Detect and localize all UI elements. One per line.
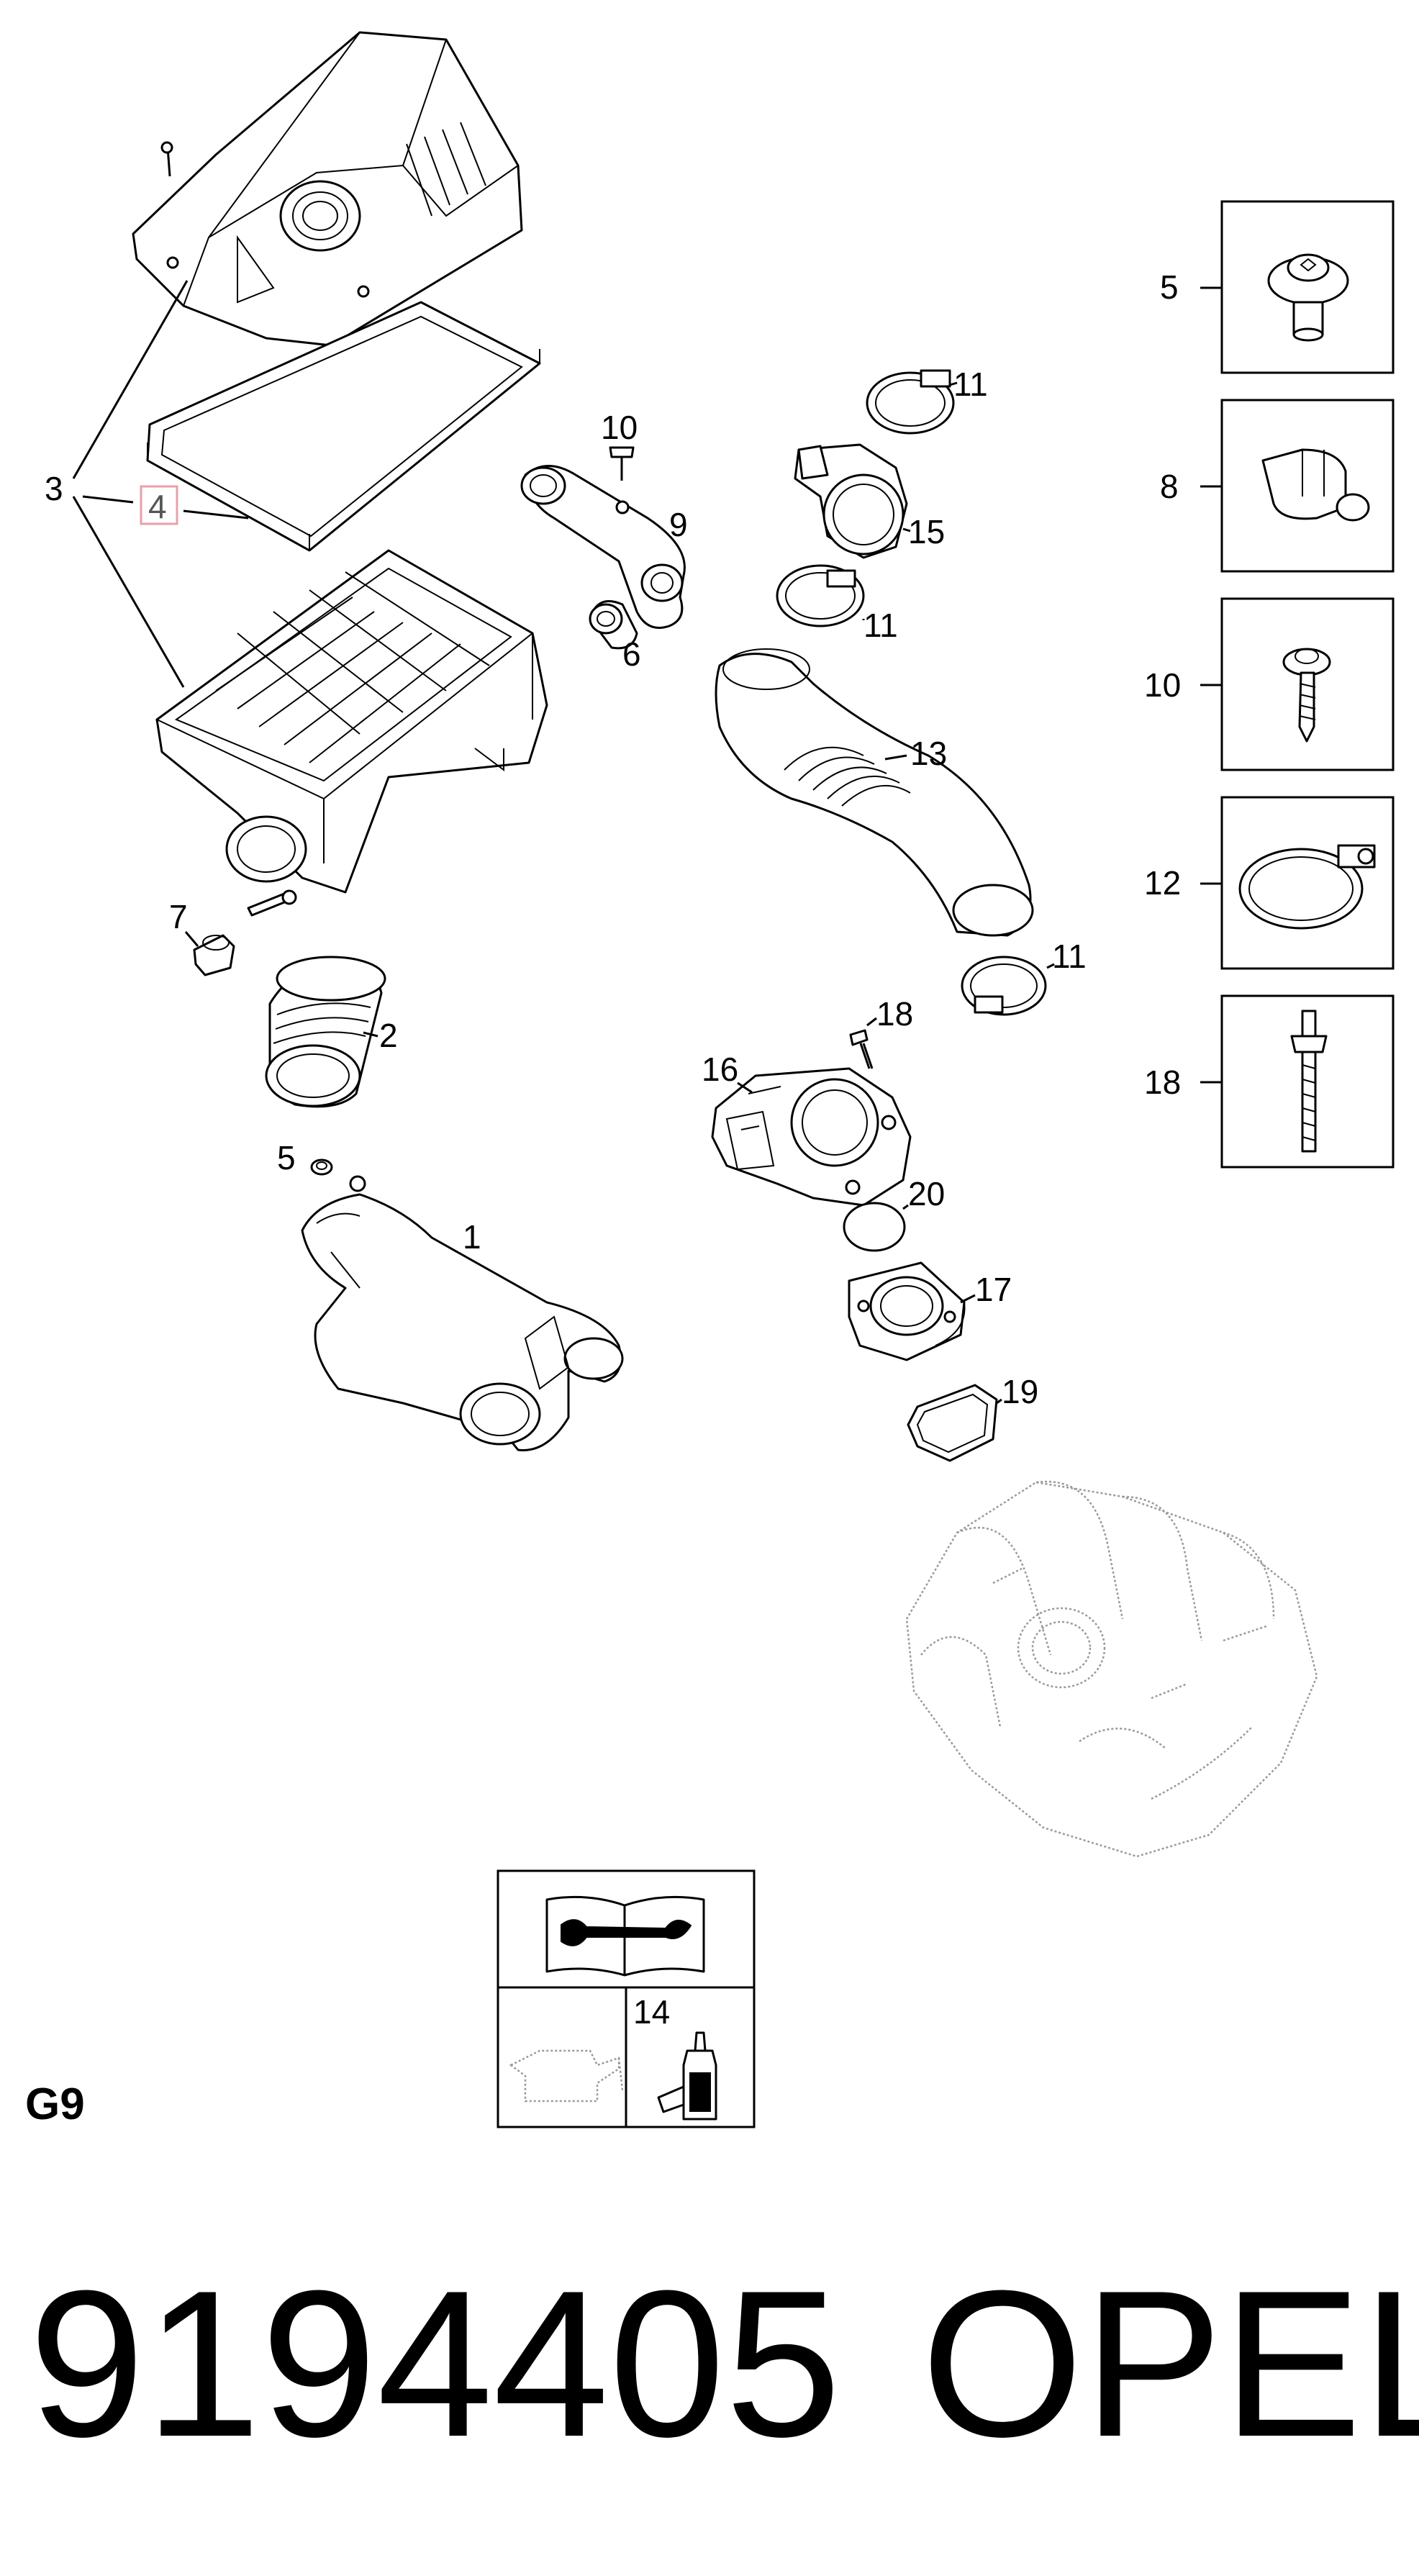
callout-4[interactable]: 4 xyxy=(148,488,167,525)
intake-hose-part-13 xyxy=(715,648,1034,937)
sealant-label: 14 xyxy=(633,1993,670,2031)
callout-11-low: 11 xyxy=(1052,938,1087,975)
legend-label-5: 5 xyxy=(1160,268,1179,306)
grommet-part-6 xyxy=(589,600,638,650)
callout-17: 17 xyxy=(975,1271,1012,1308)
callout-15: 15 xyxy=(908,513,945,550)
hose-clamp-part-11-top xyxy=(866,369,955,435)
callout-1: 1 xyxy=(463,1218,481,1256)
grommet-part-7 xyxy=(193,934,235,976)
info-box: 14 xyxy=(497,1869,756,2128)
flange-bolt-icon xyxy=(1267,253,1349,342)
callout-11-mid: 11 xyxy=(863,607,898,644)
throttle-body-part-16 xyxy=(711,1067,912,1207)
air-filter-upper-housing xyxy=(132,31,523,347)
callout-5: 5 xyxy=(277,1139,296,1176)
intake-manifold-reference xyxy=(905,1480,1318,1858)
section-code: G9 xyxy=(25,2080,85,2129)
hose-clamp-icon xyxy=(1238,844,1376,930)
callout-18: 18 xyxy=(876,995,913,1033)
callout-19: 19 xyxy=(1002,1373,1038,1410)
bracket-part-9 xyxy=(520,465,686,629)
o-ring-part-20 xyxy=(843,1202,906,1252)
maf-sensor-part-15 xyxy=(794,443,908,559)
oil-can-icon xyxy=(509,2049,624,2103)
bellows-part-2 xyxy=(265,956,386,1108)
sealant-bottle-icon xyxy=(657,2031,717,2121)
legend-label-8: 8 xyxy=(1160,468,1179,505)
brand-name: OPEL xyxy=(921,2247,1419,2480)
screw-part-10 xyxy=(609,446,635,481)
gasket-part-19 xyxy=(907,1384,998,1462)
highlight-box xyxy=(140,485,178,525)
callout-2: 2 xyxy=(379,1017,398,1054)
part-number: 9194405 xyxy=(29,2247,841,2480)
flange-nut-part-5 xyxy=(310,1158,333,1176)
repair-manual-icon xyxy=(545,1895,705,1977)
callout-7: 7 xyxy=(169,898,188,935)
callout-10: 10 xyxy=(601,409,638,446)
hose-clamp-part-11-mid xyxy=(776,564,865,627)
callout-6: 6 xyxy=(622,635,641,673)
legend-column: 5 8 10 12 xyxy=(1144,200,1395,1169)
stud-bolt-icon xyxy=(1290,1010,1328,1153)
callout-13: 13 xyxy=(910,735,947,772)
legend-label-10: 10 xyxy=(1144,666,1181,704)
legend-label-12: 12 xyxy=(1144,864,1181,902)
callout-16: 16 xyxy=(702,1051,738,1088)
clip-icon xyxy=(1261,448,1370,522)
hose-clamp-part-11-low xyxy=(961,956,1047,1016)
intake-duct-part-1 xyxy=(301,1175,624,1451)
callout-9: 9 xyxy=(669,506,688,543)
legend-label-18: 18 xyxy=(1144,1063,1181,1101)
stud-part-18 xyxy=(849,1029,874,1069)
adapter-flange-part-17 xyxy=(848,1261,966,1361)
air-filter-element xyxy=(146,301,541,552)
screw-icon xyxy=(1282,648,1331,743)
air-filter-lower-housing xyxy=(155,549,548,917)
callout-11-top: 11 xyxy=(953,366,988,403)
callout-20: 20 xyxy=(908,1175,945,1212)
callout-3: 3 xyxy=(45,470,63,507)
